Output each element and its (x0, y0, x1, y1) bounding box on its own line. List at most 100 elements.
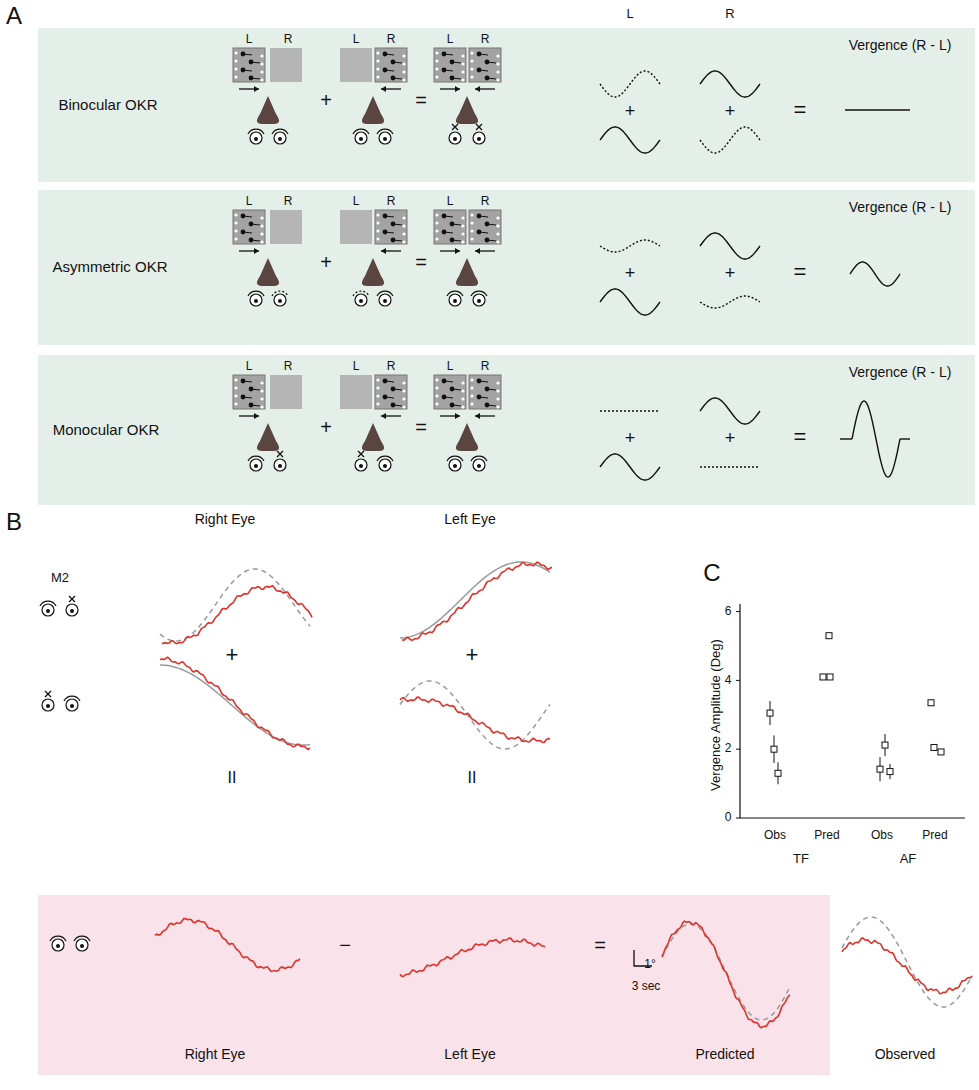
figure-label: L (246, 33, 253, 46)
grating-stimulus (469, 48, 501, 92)
eye-symbol (447, 456, 487, 471)
figure-label: Vergence (R - L) (849, 38, 952, 53)
figure-label: + (625, 264, 636, 284)
trace-curve (842, 917, 972, 1007)
animal-head (362, 258, 384, 286)
figure-label: II (228, 769, 237, 787)
vergence-trace (852, 401, 900, 477)
grating-stimulus (233, 210, 265, 254)
grating-stimulus (375, 210, 407, 254)
figure-label: Vergence (R - L) (849, 365, 952, 380)
grating-stimulus (375, 375, 407, 419)
trace-curve (402, 562, 552, 640)
condition-band: Binocular OKR (38, 28, 975, 182)
figure-label: + (320, 416, 332, 438)
trace-label: Left Eye (444, 1047, 495, 1062)
axis-label: Vergence Amplitude (Deg) (709, 639, 723, 791)
blank-screen (340, 210, 372, 244)
eye-trace (700, 233, 760, 259)
prediction-band: Right Eye−Left Eye=1°3 secPredicted (38, 895, 830, 1075)
figure-label: L (246, 195, 253, 208)
figure-label: = (415, 251, 427, 273)
blank-screen (340, 375, 372, 409)
figure-label: R (284, 33, 293, 46)
eye-trace (600, 240, 660, 252)
figure-label: Right Eye (195, 512, 256, 527)
figure-label: R (725, 7, 734, 21)
figure-label: L (246, 360, 253, 373)
animal-head (456, 423, 478, 451)
axis-label: 2 (725, 742, 732, 755)
eye-symbol (355, 451, 393, 471)
eye-trace (700, 71, 760, 97)
figure-label: + (625, 429, 636, 449)
axis-label: Obs (764, 829, 786, 842)
animal-head (257, 96, 279, 124)
grating-stimulus (375, 48, 407, 92)
eye-symbol (248, 129, 288, 144)
figure-label: Observed (875, 1047, 936, 1062)
axis-label: Pred (814, 829, 839, 842)
figure-label: = (794, 260, 807, 284)
panel-band (38, 895, 830, 1075)
vergence-trace (845, 109, 910, 110)
panel-letter: B (6, 509, 22, 535)
figure-label: + (725, 264, 736, 284)
trace-curve (160, 657, 310, 749)
panel-grounds (38, 28, 975, 1075)
eye-trace (700, 466, 760, 467)
eye-symbol (40, 596, 78, 616)
condition-title: Monocular OKR (53, 422, 160, 439)
figure-label: L (447, 195, 454, 208)
figure-label: R (284, 360, 293, 373)
axis-label: AF (900, 852, 917, 866)
eye-symbol (248, 451, 286, 471)
vergence-trace (850, 262, 900, 286)
animal-head (362, 96, 384, 124)
blank-screen (270, 210, 302, 244)
eye-symbol (42, 691, 80, 711)
grating-stimulus (434, 375, 466, 419)
axis-label: 4 (725, 674, 732, 687)
grating-stimulus (233, 375, 265, 419)
trace-curve (400, 938, 545, 976)
figure-label: = (415, 416, 427, 438)
trace-label: = (594, 934, 606, 956)
animal-head (362, 423, 384, 451)
figure-label: R (387, 195, 396, 208)
blank-screen (270, 48, 302, 82)
figure-label: L (353, 33, 360, 46)
trace-label: Predicted (695, 1047, 754, 1062)
trace-curve (155, 918, 300, 971)
figure-label: L (353, 360, 360, 373)
figure-label: + (226, 643, 239, 667)
trace-label: 3 sec (632, 980, 661, 993)
figure-label: L (626, 7, 633, 21)
panel-band (38, 28, 975, 182)
animal-head (456, 258, 478, 286)
axis-label: 0 (725, 811, 732, 824)
figure-label: L (353, 195, 360, 208)
trace-curve (662, 921, 790, 1028)
eye-trace (700, 296, 760, 308)
panel-letter: A (6, 3, 22, 29)
figure-label: R (481, 195, 490, 208)
figure-label: R (481, 33, 490, 46)
figure-label: R (387, 33, 396, 46)
axis-label: Obs (871, 829, 893, 842)
eye-symbol (353, 129, 393, 144)
eye-trace (600, 454, 660, 480)
figure-label: = (794, 98, 807, 122)
scatter-axes (736, 604, 965, 818)
vergence-trace (900, 438, 910, 439)
figure-label: + (625, 102, 636, 122)
condition-band: Asymmetric OKR (38, 190, 975, 345)
eye-symbol (447, 291, 487, 306)
grating-stimulus (434, 48, 466, 92)
condition-band: Monocular OKR (38, 355, 975, 505)
blank-screen (340, 48, 372, 82)
figure-label: = (415, 89, 427, 111)
trace-curve (842, 938, 972, 994)
trace-curve (400, 681, 550, 749)
axis-label: Pred (922, 829, 947, 842)
